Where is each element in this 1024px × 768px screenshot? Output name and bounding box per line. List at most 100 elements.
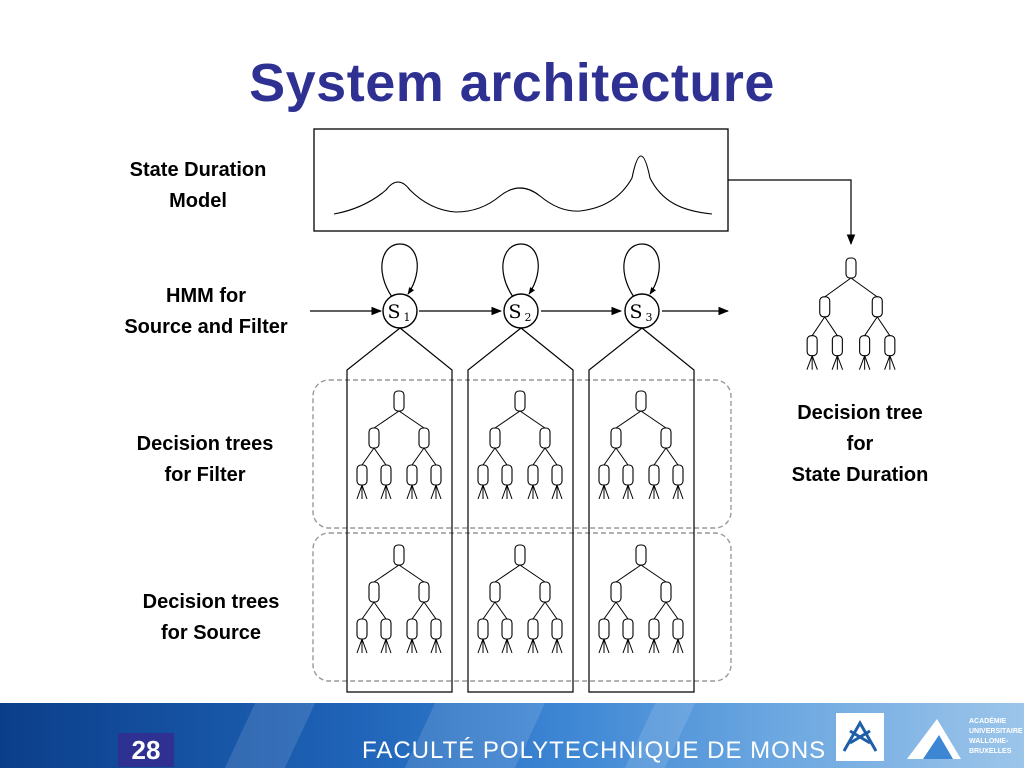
tree-edge xyxy=(824,316,838,336)
tree-node xyxy=(527,464,539,486)
tree-edge xyxy=(423,601,437,620)
tree-edge xyxy=(598,484,605,500)
state-subscript: 3 xyxy=(646,311,653,324)
tree-edge xyxy=(527,484,534,500)
label-line: Decision trees xyxy=(142,591,280,613)
tree-node xyxy=(356,464,368,486)
tree-edge xyxy=(648,484,655,500)
tree-edge xyxy=(532,638,539,654)
tree-edge xyxy=(385,638,392,654)
tree-node xyxy=(430,464,442,486)
tree-node xyxy=(430,618,442,640)
tree-node xyxy=(356,618,368,640)
label-line: HMM for xyxy=(166,285,246,307)
tree-node xyxy=(635,390,647,412)
tree-edge xyxy=(677,638,684,654)
tree-edge xyxy=(361,638,368,654)
tree-node xyxy=(501,618,513,640)
tree-node xyxy=(380,464,392,486)
tree-node xyxy=(393,544,405,566)
page-number: 28 xyxy=(118,733,174,767)
tree-edge xyxy=(824,277,852,298)
tree-node xyxy=(368,427,380,449)
source-tree-1 xyxy=(356,544,442,654)
tree-node xyxy=(539,581,551,603)
tree-edge xyxy=(665,601,679,620)
filter-tree-3 xyxy=(598,390,684,500)
tree-edge xyxy=(622,638,629,654)
tree-edge xyxy=(501,484,508,500)
tree-edge xyxy=(482,484,489,500)
tree-edge xyxy=(411,484,418,500)
tree-edge xyxy=(551,484,558,500)
tree-node xyxy=(551,464,563,486)
tree-edge xyxy=(627,484,634,500)
tree-edge xyxy=(615,447,629,466)
tree-edge xyxy=(603,601,617,620)
state-subscript: 1 xyxy=(404,311,411,324)
state-column-s1 xyxy=(346,327,453,693)
tree-edge xyxy=(603,484,610,500)
source-trees-group xyxy=(312,532,732,682)
tree-node xyxy=(368,581,380,603)
tree-edge xyxy=(373,564,400,583)
label-trees-filter: Decision trees for Filter xyxy=(110,429,300,491)
tree-edge xyxy=(398,410,425,429)
tree-edge xyxy=(544,601,558,620)
tree-node xyxy=(884,335,896,357)
decision-trees xyxy=(356,257,896,654)
tree-edge xyxy=(435,638,442,654)
academie-line: WALLONIE- xyxy=(969,738,1009,745)
tree-edge xyxy=(544,447,558,466)
tree-edge xyxy=(551,638,558,654)
label-line: for Source xyxy=(160,622,262,644)
tree-edge xyxy=(361,601,375,620)
architecture-diagram: S 1 S 2 S 3 xyxy=(310,128,896,693)
tree-node xyxy=(622,618,634,640)
tree-edge xyxy=(850,277,878,298)
faculty-name: FACULTÉ POLYTECHNIQUE DE MONS xyxy=(362,737,827,764)
tree-edge xyxy=(556,484,563,500)
state-label: S xyxy=(387,301,400,323)
tree-edge xyxy=(653,447,667,466)
tree-edge xyxy=(380,638,387,654)
tree-node xyxy=(859,335,871,357)
tree-edge xyxy=(494,410,521,429)
tree-edge xyxy=(665,447,679,466)
state-subscript: 2 xyxy=(525,311,532,324)
tree-edge xyxy=(435,484,442,500)
tree-edge xyxy=(380,484,387,500)
label-trees-source: Decision trees for Source xyxy=(116,587,306,649)
tree-edge xyxy=(411,638,418,654)
tree-node xyxy=(672,618,684,640)
label-line: for xyxy=(846,433,874,455)
hmm-state-s2: S 2 xyxy=(503,293,539,329)
tree-edge xyxy=(373,447,387,466)
tree-edge xyxy=(622,484,629,500)
duration-arrow xyxy=(728,179,856,246)
tree-edge xyxy=(648,638,655,654)
tree-edge xyxy=(373,410,400,429)
filter-tree-1 xyxy=(356,390,442,500)
tree-node xyxy=(393,390,405,412)
tree-edge xyxy=(361,484,368,500)
tree-node xyxy=(406,618,418,640)
tree-node xyxy=(610,581,622,603)
tree-edge xyxy=(806,355,813,370)
tree-edge xyxy=(615,601,629,620)
tree-edge xyxy=(406,484,413,500)
label-line: Decision tree xyxy=(797,402,923,424)
tree-node xyxy=(501,464,513,486)
tree-node xyxy=(635,544,647,566)
tree-edge xyxy=(603,447,617,466)
filter-trees-group xyxy=(312,379,732,529)
filter-tree-2 xyxy=(477,390,563,500)
tree-edge xyxy=(672,484,679,500)
tree-node xyxy=(489,581,501,603)
tree-node xyxy=(489,427,501,449)
tree-node xyxy=(598,618,610,640)
tree-edge xyxy=(864,355,871,370)
label-line: State Duration xyxy=(791,464,929,486)
tree-edge xyxy=(385,484,392,500)
tree-node xyxy=(648,618,660,640)
